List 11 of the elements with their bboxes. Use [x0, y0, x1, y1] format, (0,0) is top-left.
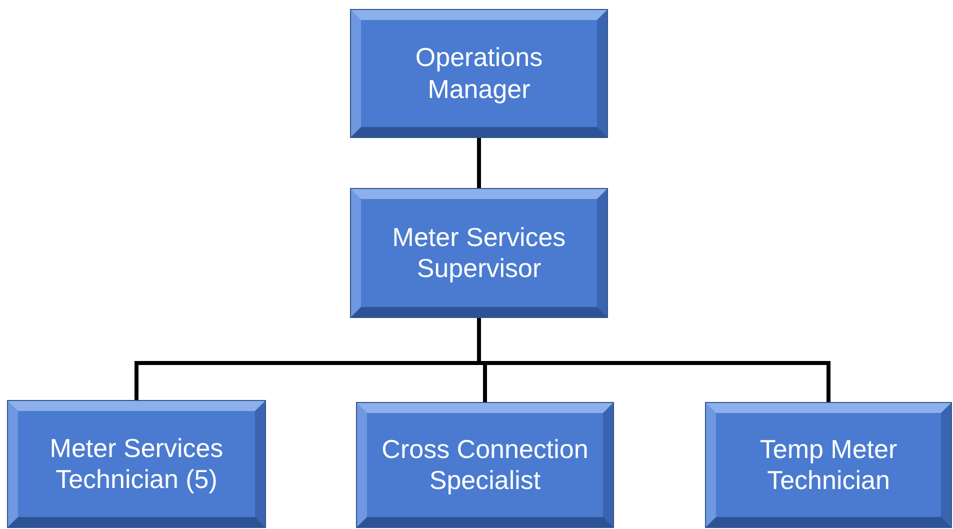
position-title: Meter Services Technician (5): [48, 432, 224, 496]
position-box: [8, 401, 265, 527]
position-box: [357, 403, 613, 527]
position-box: [351, 189, 607, 317]
position-title: Operations Manager: [414, 42, 544, 105]
position-title: Temp Meter Technician: [758, 434, 898, 496]
position-title: Cross Connection Specialist: [380, 434, 590, 496]
position-box: [351, 10, 607, 137]
position-box: [706, 403, 951, 527]
position-title: Meter Services Supervisor: [391, 222, 567, 284]
connector-line: [477, 137, 481, 189]
